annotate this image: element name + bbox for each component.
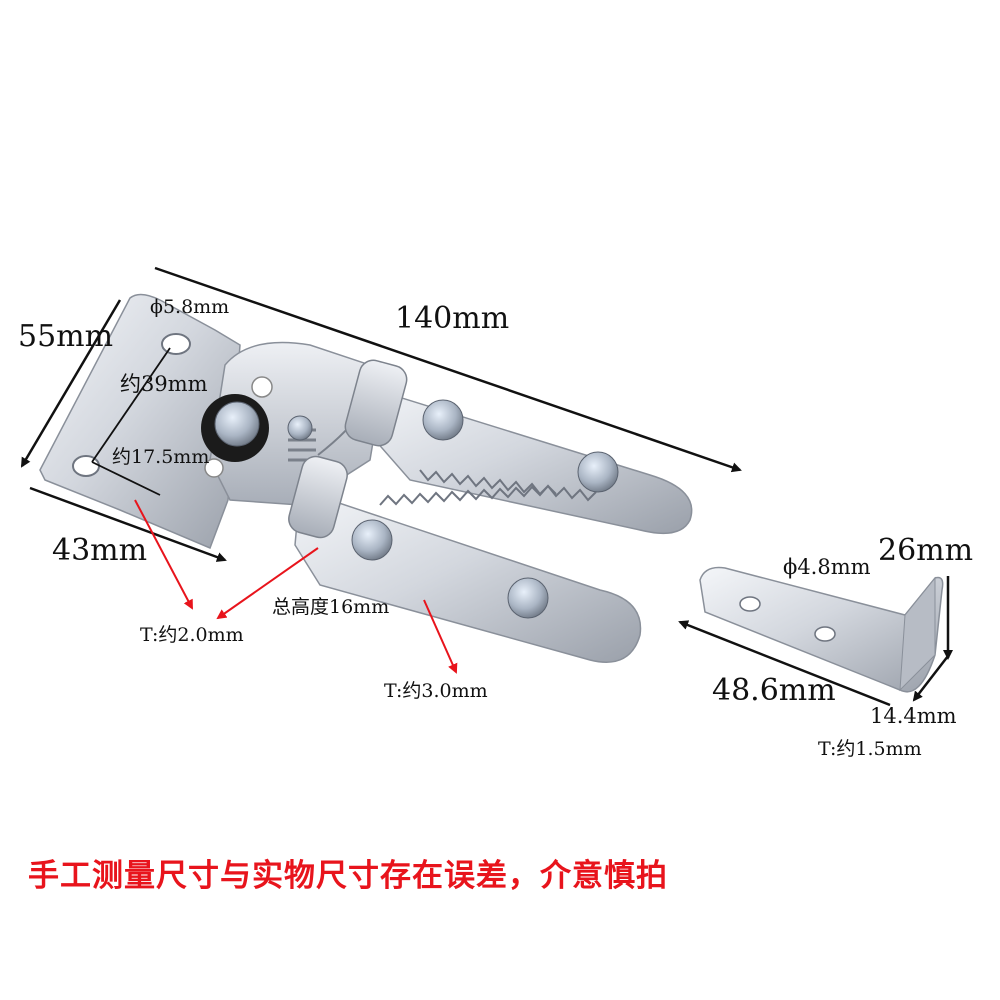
hook-hole-2: [814, 626, 836, 642]
label-hook-depth-14-4: 14.4mm: [870, 704, 957, 728]
dim-line-140: [154, 266, 742, 473]
lower-rivet-1: [351, 519, 393, 561]
label-width-55: 55mm: [18, 319, 114, 354]
cam-small-hole-2: [204, 458, 224, 478]
label-thickness-3: T:约3.0mm: [384, 680, 488, 702]
label-thickness-2: T:约2.0mm: [140, 624, 244, 646]
label-hole-diameter-large: ϕ5.8mm: [150, 296, 230, 318]
label-hook-height-26: 26mm: [878, 533, 974, 568]
label-base-43: 43mm: [52, 533, 148, 568]
base-plate: [39, 293, 241, 549]
dim-line-17-5: [91, 461, 161, 496]
dim-line-48-6: [678, 620, 891, 707]
upper-rivet-1: [422, 399, 464, 441]
pivot-rivet: [214, 401, 260, 447]
pointer-thickness-3: [423, 599, 458, 674]
dim-line-55: [20, 299, 122, 468]
pointer-thickness-2a: [134, 499, 193, 610]
dim-line-43: [29, 486, 227, 562]
label-thickness-1-5: T:约1.5mm: [818, 738, 922, 760]
label-hole-spacing-39: 约39mm: [120, 372, 208, 396]
label-hole-diameter-small: ϕ4.8mm: [783, 555, 871, 579]
label-hole-spacing-17-5: 约17.5mm: [112, 446, 210, 468]
lower-hinge-knuckle: [288, 455, 348, 539]
lower-arm-teeth: [379, 484, 557, 506]
lower-rivet-2: [507, 577, 549, 619]
upper-rivet-2: [577, 451, 619, 493]
label-total-height: 总高度16mm: [272, 596, 390, 618]
l-hook-bend: [899, 576, 936, 692]
upper-hinge-knuckle: [344, 359, 408, 447]
hook-hole-1: [739, 596, 761, 612]
cam-small-hole: [251, 376, 273, 398]
upper-arm-teeth: [419, 469, 597, 502]
pointer-thickness-2b: [216, 547, 319, 620]
dim-line-39: [91, 347, 171, 463]
label-hook-length-48-6: 48.6mm: [712, 673, 836, 708]
label-length-140: 140mm: [395, 301, 510, 336]
dim-line-14-4: [912, 655, 949, 702]
upper-arm: [358, 383, 693, 535]
mount-hole-top: [161, 333, 191, 355]
measurement-disclaimer: 手工测量尺寸与实物尺寸存在误差，介意慎拍: [28, 858, 668, 894]
